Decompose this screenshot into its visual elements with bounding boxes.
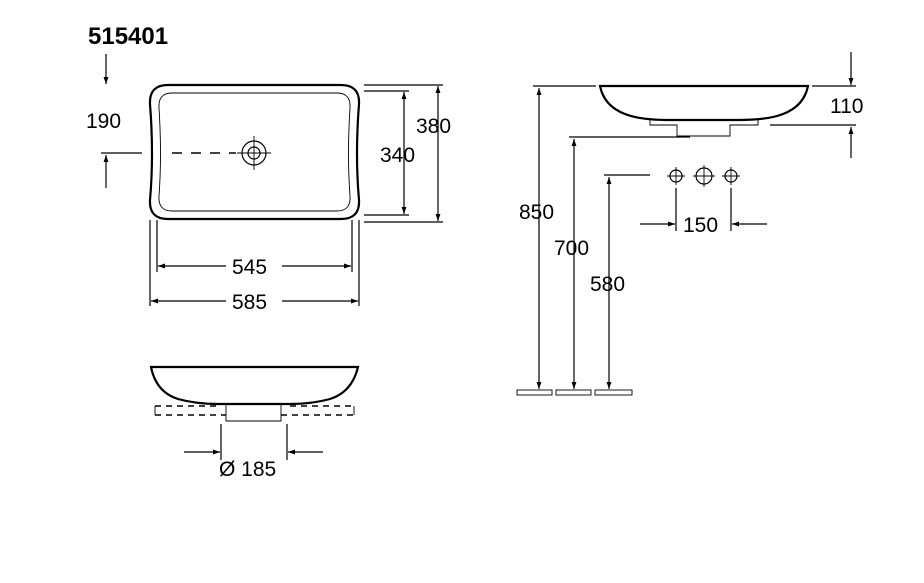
dim-700-label: 700	[554, 237, 589, 260]
dim-545-label: 545	[232, 256, 267, 279]
dim-380-label: 380	[416, 115, 451, 138]
dim-340-label: 340	[380, 144, 415, 167]
dim-150-label: 150	[683, 214, 718, 237]
front-view: Ø 185	[149, 365, 360, 481]
drain-outlet	[237, 136, 271, 170]
dim-110-label: 110	[830, 95, 863, 118]
side-view: 110 850 700 580 150	[516, 52, 863, 396]
dim-850-label: 850	[519, 201, 554, 224]
drain-body	[225, 404, 282, 422]
basin-outer-rim	[148, 83, 361, 221]
basin-side-profile	[598, 84, 810, 122]
top-view: 190 380 340 545 585	[86, 54, 451, 314]
floor-plate-580	[594, 389, 633, 396]
floor-plate-850	[516, 389, 553, 396]
dim-190-label: 190	[86, 110, 121, 133]
dim-diameter-185-label: Ø 185	[219, 458, 276, 481]
dim-585-label: 585	[232, 291, 267, 314]
drain-side	[649, 120, 759, 137]
model-number: 515401	[88, 23, 168, 50]
floor-plate-700	[555, 389, 592, 396]
basin-profile	[149, 365, 360, 406]
basin-inner-bowl	[158, 92, 351, 212]
tap-holes	[667, 165, 740, 187]
dim-580-label: 580	[590, 273, 625, 296]
countertop	[154, 405, 355, 416]
